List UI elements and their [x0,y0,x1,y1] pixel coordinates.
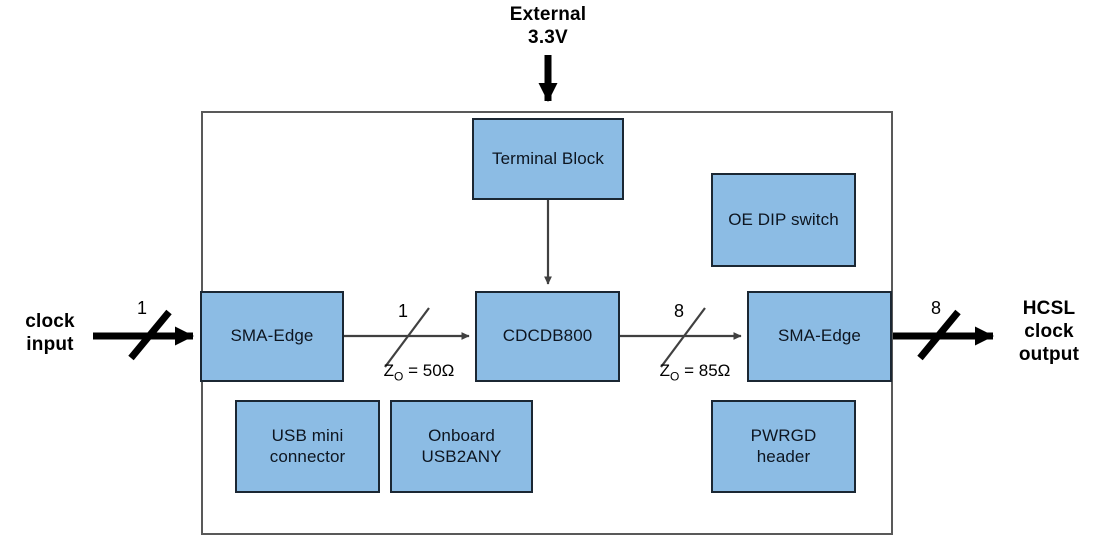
impedance-output-subscript: O [670,369,680,384]
block-oe-dip-switch[interactable]: OE DIP switch [711,173,856,267]
impedance-input-symbol: Z [383,361,395,380]
bus-width-cdcdb800-to-sma: 8 [673,301,684,321]
label-clock-input: clock input [25,311,75,356]
block-terminal-block[interactable]: Terminal Block [472,118,624,200]
impedance-output-equals: = [679,361,699,380]
impedance-input-value: 50Ω [422,361,455,380]
arrow-clock-output [893,309,994,361]
bus-width-sma-to-cdcdb800: 1 [397,301,408,321]
label-impedance-input: ZO = 50Ω [349,361,489,384]
block-cdcdb800[interactable]: CDCDB800 [475,291,620,382]
block-onboard-usb2any[interactable]: Onboard USB2ANY [390,400,533,493]
bus-width-clock-output: 8 [930,298,941,318]
label-impedance-output: ZO = 85Ω [625,361,765,384]
bus-width-clock-input: 1 [136,298,147,318]
block-pwrgd-header[interactable]: PWRGD header [711,400,856,493]
label-hcsl-clock-output: HCSL clock output [1018,298,1080,366]
impedance-output-symbol: Z [659,361,671,380]
impedance-input-equals: = [403,361,423,380]
label-external-3v3: External 3.3V [509,4,587,49]
block-sma-edge-input[interactable]: SMA-Edge [200,291,344,382]
impedance-output-value: 85Ω [698,361,731,380]
arrow-clock-input [93,309,194,361]
impedance-input-subscript: O [394,369,404,384]
block-usb-mini-connector[interactable]: USB mini connector [235,400,380,493]
block-sma-edge-output[interactable]: SMA-Edge [747,291,892,382]
